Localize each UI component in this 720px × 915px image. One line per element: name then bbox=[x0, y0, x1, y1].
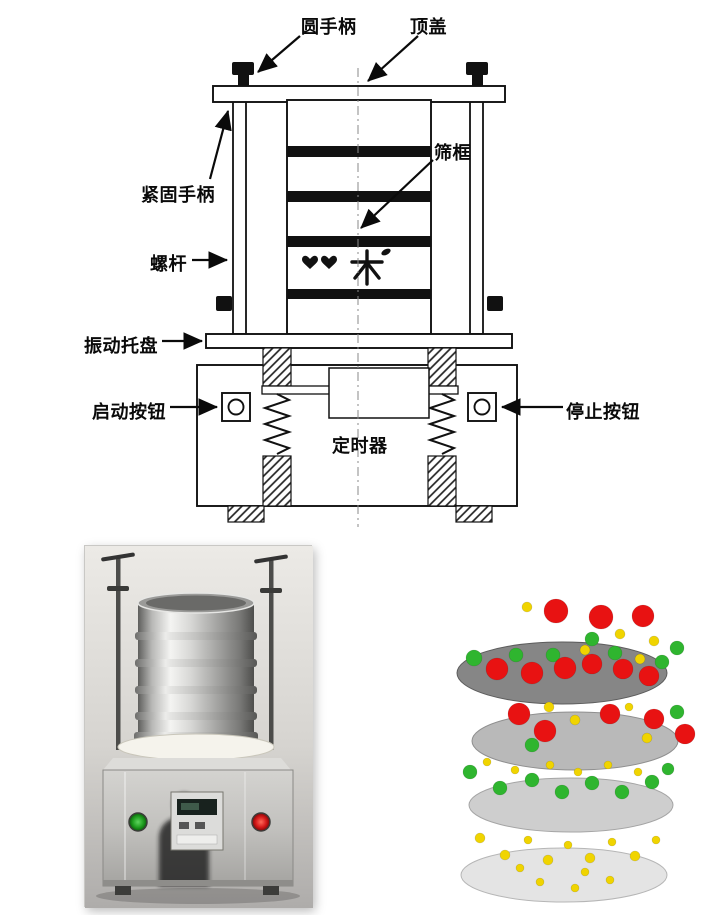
schematic-drawing bbox=[162, 35, 563, 527]
particle-green bbox=[669, 640, 685, 656]
particle-red bbox=[543, 598, 569, 624]
particle-yellow bbox=[603, 760, 613, 770]
particle-yellow bbox=[542, 854, 554, 866]
particle-green bbox=[462, 764, 478, 780]
particle-red bbox=[588, 604, 614, 630]
springs bbox=[261, 393, 458, 455]
stop-button-symbol bbox=[467, 392, 497, 422]
particle-yellow bbox=[482, 757, 492, 767]
particle-separation-graphic bbox=[456, 598, 696, 903]
particle-yellow bbox=[633, 767, 643, 777]
particle-green bbox=[661, 762, 675, 776]
label-round-handle: 圆手柄 bbox=[301, 17, 357, 37]
sieve-disc-4 bbox=[460, 847, 668, 903]
particle-yellow bbox=[634, 653, 646, 665]
particle-yellow bbox=[580, 867, 590, 877]
wing-nuts bbox=[216, 296, 503, 311]
particle-yellow bbox=[584, 852, 596, 864]
particle-yellow bbox=[535, 877, 545, 887]
timer-box bbox=[328, 367, 430, 419]
particle-red bbox=[599, 703, 621, 725]
vibration-plate bbox=[117, 733, 275, 761]
particle-red bbox=[612, 658, 634, 680]
particle-red bbox=[533, 719, 557, 743]
particle-green bbox=[607, 645, 623, 661]
base-unit bbox=[96, 758, 300, 904]
lower-columns bbox=[262, 455, 457, 507]
label-top-cover: 顶盖 bbox=[410, 17, 447, 37]
particle-yellow bbox=[648, 635, 660, 647]
particle-green bbox=[644, 774, 660, 790]
particle-green bbox=[554, 784, 570, 800]
particle-yellow bbox=[569, 714, 581, 726]
machine-feet bbox=[227, 505, 493, 523]
particle-yellow bbox=[521, 601, 533, 613]
particle-green bbox=[545, 647, 561, 663]
particle-green bbox=[584, 631, 600, 647]
sieve-stack bbox=[134, 592, 258, 741]
particle-yellow bbox=[605, 875, 615, 885]
label-vibration-tray: 振动托盘 bbox=[84, 336, 158, 356]
label-fastening-handle: 紧固手柄 bbox=[141, 185, 215, 205]
red-stop-button bbox=[251, 812, 271, 832]
start-button-symbol bbox=[221, 392, 251, 422]
schematic-diagram: 圆手柄 顶盖 筛框 紧固手柄 螺杆 振动托盘 启动按钮 停止按钮 定时器 bbox=[84, 17, 640, 527]
machine-photo-graphic bbox=[85, 546, 313, 908]
particle-yellow bbox=[651, 835, 661, 845]
particle-red bbox=[507, 702, 531, 726]
particle-yellow bbox=[543, 701, 555, 713]
brand-logo bbox=[302, 248, 391, 286]
particle-green bbox=[524, 772, 540, 788]
particle-yellow bbox=[641, 732, 653, 744]
particle-yellow bbox=[474, 832, 486, 844]
label-start-button: 启动按钮 bbox=[92, 402, 166, 422]
particle-yellow bbox=[563, 840, 573, 850]
particle-red bbox=[553, 656, 577, 680]
particle-red bbox=[638, 665, 660, 687]
label-stop-button: 停止按钮 bbox=[566, 402, 640, 422]
particle-red bbox=[631, 604, 655, 628]
particle-green bbox=[614, 784, 630, 800]
particle-yellow bbox=[629, 850, 641, 862]
particle-yellow bbox=[579, 644, 591, 656]
label-screw-rod: 螺杆 bbox=[150, 254, 187, 274]
timer-controller bbox=[170, 791, 224, 851]
particle-yellow bbox=[614, 628, 626, 640]
separation-illustration bbox=[415, 585, 710, 910]
label-timer: 定时器 bbox=[332, 436, 388, 456]
particle-red bbox=[485, 657, 509, 681]
machine-photo bbox=[84, 545, 313, 908]
clamp-rods bbox=[101, 552, 288, 750]
sieve-frame-bars bbox=[287, 146, 431, 299]
particle-green bbox=[524, 737, 540, 753]
green-start-button bbox=[128, 812, 148, 832]
particle-red bbox=[581, 653, 603, 675]
particle-yellow bbox=[570, 883, 580, 893]
particle-yellow bbox=[607, 837, 617, 847]
particle-red bbox=[643, 708, 665, 730]
particle-red bbox=[674, 723, 696, 745]
particle-yellow bbox=[515, 863, 525, 873]
particle-yellow bbox=[624, 702, 634, 712]
particle-green bbox=[654, 654, 670, 670]
round-handles bbox=[232, 62, 488, 86]
label-arrows bbox=[162, 35, 563, 416]
particle-yellow bbox=[510, 765, 520, 775]
particle-green bbox=[492, 780, 508, 796]
particle-yellow bbox=[523, 835, 533, 845]
particle-green bbox=[669, 704, 685, 720]
particle-yellow bbox=[499, 849, 511, 861]
particle-yellow bbox=[545, 760, 555, 770]
particle-green bbox=[584, 775, 600, 791]
mounting-blocks bbox=[262, 347, 457, 387]
vibration-tray-plate bbox=[205, 333, 513, 349]
particle-green bbox=[465, 649, 483, 667]
particle-red bbox=[520, 661, 544, 685]
particle-green bbox=[508, 647, 524, 663]
particle-yellow bbox=[573, 767, 583, 777]
label-sieve-frame: 筛框 bbox=[434, 143, 471, 163]
